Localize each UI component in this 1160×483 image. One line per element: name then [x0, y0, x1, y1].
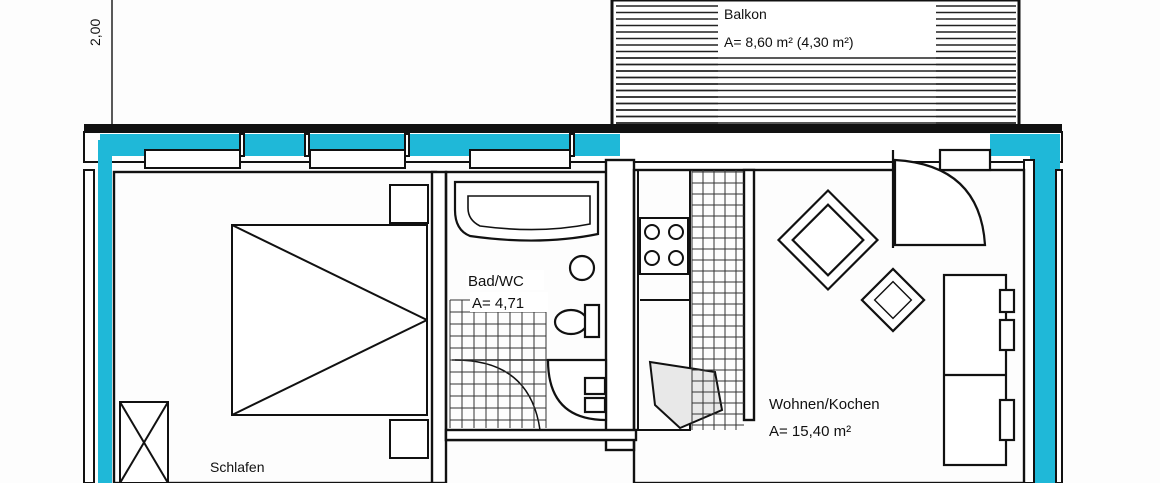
plant-table [648, 360, 724, 430]
bathtub [453, 180, 600, 242]
balkon-area: A= 8,60 m² (4,30 m²) [724, 34, 854, 50]
bad-name: Bad/WC [468, 273, 524, 290]
top-wall [83, 124, 1063, 169]
balkon-name: Balkon [724, 6, 767, 22]
top-wall-line [84, 124, 1062, 132]
armchair [776, 188, 880, 292]
living-furniture [776, 148, 1016, 467]
kitchen [637, 169, 724, 431]
living-door [893, 158, 987, 247]
balcony-outline [610, 0, 1021, 128]
window-mullions [144, 133, 575, 169]
dimension-label: 2,00 [87, 19, 103, 46]
window-glass-west [98, 140, 112, 483]
side-table [860, 267, 926, 333]
toilet [553, 308, 589, 336]
kitchen-tiles [691, 170, 744, 430]
bath-door-arc [454, 359, 541, 431]
bad-area: A= 4,71 [472, 295, 524, 312]
wohnen-name: Wohnen/Kochen [769, 396, 880, 413]
sink [568, 254, 596, 282]
balcony-hatch [616, 5, 1016, 124]
schlafen-name: Schlafen [210, 459, 264, 475]
wohnen-area: A= 15,40 m² [769, 423, 851, 440]
bedroom-furniture [119, 184, 429, 483]
bath-tiles [449, 299, 547, 428]
labels: 2,00 Balkon A= 8,60 m² (4,30 m²) Bad/WC … [87, 4, 930, 475]
bath-fixtures [452, 180, 608, 431]
sofa [942, 273, 1008, 467]
double-bed [231, 224, 428, 416]
nightstand-top [389, 184, 429, 224]
balcony [610, 0, 1021, 128]
nightstand-bottom [389, 419, 429, 459]
interior-walls [112, 158, 1026, 483]
